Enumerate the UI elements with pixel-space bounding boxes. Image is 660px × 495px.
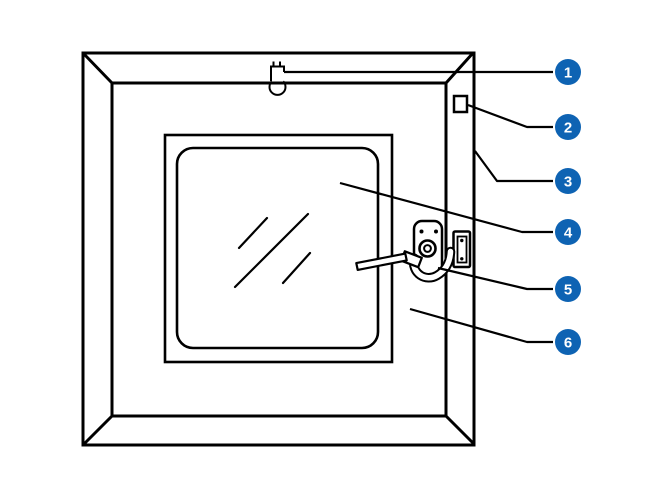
callout-line-4 xyxy=(339,181,553,234)
badge-circle-1 xyxy=(555,59,581,85)
latch-hook-fill xyxy=(410,248,454,281)
strike-screw-top xyxy=(460,238,464,243)
badge-circle-4 xyxy=(555,219,581,245)
callout-line-5 xyxy=(437,266,553,291)
strike-plate-inner xyxy=(456,235,468,264)
badge-number-1: 1 xyxy=(564,64,572,81)
badge-number-5: 5 xyxy=(564,281,572,298)
badge-circle-6 xyxy=(555,329,581,355)
handle-hub-pin xyxy=(423,244,432,253)
miter-bottom-left xyxy=(81,414,114,447)
badge-number-6: 6 xyxy=(564,334,572,351)
strike-plate xyxy=(452,230,472,269)
callout-badge-1: 1 xyxy=(555,59,581,85)
lever-grip xyxy=(355,252,408,271)
callout-badge-2: 2 xyxy=(555,114,581,140)
hinge-block xyxy=(452,94,469,114)
keeper-ring xyxy=(268,80,287,96)
reflection-line-1 xyxy=(237,216,269,250)
plate-screw-left xyxy=(419,229,424,234)
callout-badge-3: 3 xyxy=(555,168,581,194)
window-assembly xyxy=(163,133,394,364)
latch-keeper-icon xyxy=(268,61,287,96)
badge-circle-3 xyxy=(555,168,581,194)
callout-lines xyxy=(284,70,553,344)
keeper-bracket xyxy=(270,65,285,81)
miter-top-left xyxy=(81,51,114,85)
badge-number-4: 4 xyxy=(564,224,573,241)
glass-reflection-lines xyxy=(233,212,312,289)
badge-circle-5 xyxy=(555,276,581,302)
callout-badge-6: 6 xyxy=(555,329,581,355)
miter-bottom-right xyxy=(444,414,476,446)
miter-top-right xyxy=(444,51,475,85)
reflection-line-3 xyxy=(281,251,312,285)
callout-badge-5: 5 xyxy=(555,276,581,302)
reflection-line-2 xyxy=(233,212,310,289)
callout-line-3 xyxy=(474,150,553,183)
callout-line-2 xyxy=(467,103,553,129)
badge-number-2: 2 xyxy=(564,119,572,136)
callout-badges: 1 2 3 4 5 6 xyxy=(555,59,581,355)
plate-screw-right xyxy=(434,229,438,234)
callout-line-6 xyxy=(409,307,553,344)
handle-assembly xyxy=(355,219,472,283)
glass-panel xyxy=(175,146,380,350)
badge-circle-2 xyxy=(555,114,581,140)
badge-number-3: 3 xyxy=(564,173,572,190)
strike-screw-bottom xyxy=(460,257,464,261)
callout-badge-4: 4 xyxy=(555,219,581,245)
